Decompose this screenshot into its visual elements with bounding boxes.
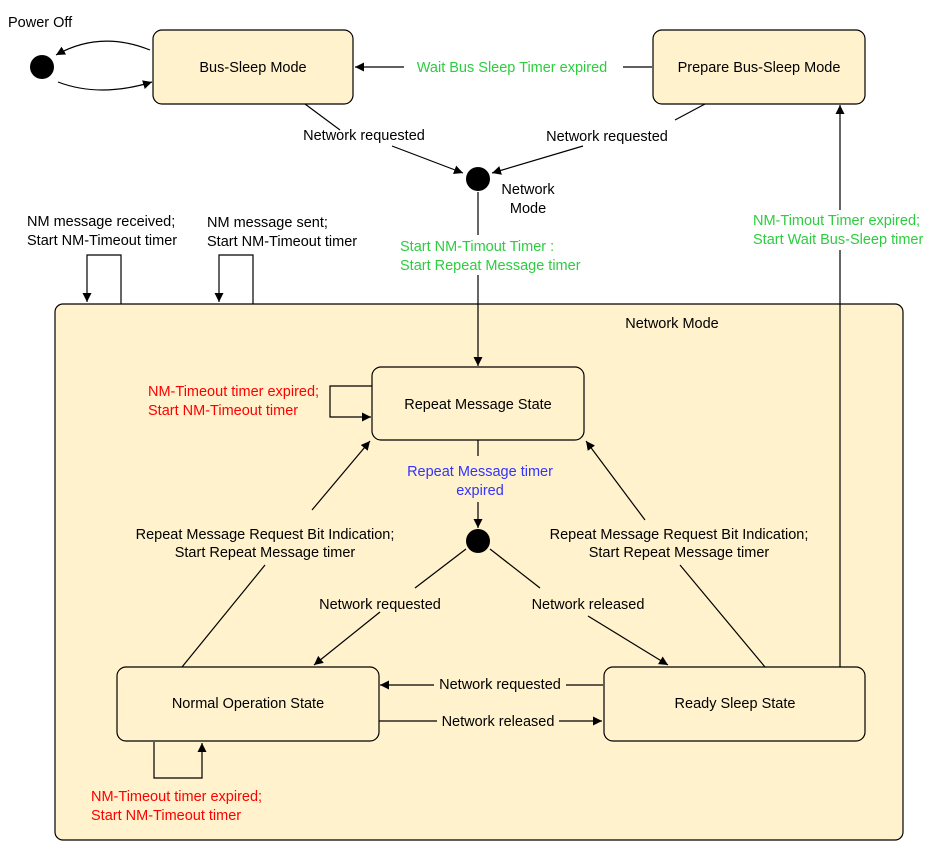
- edge-nm-message-sent-loop: [214, 254, 254, 304]
- nm-timout-expired-label-line1: NM-Timout Timer expired;: [753, 213, 920, 229]
- repeat-request-left-label-line2: Start Repeat Message timer: [175, 545, 356, 561]
- nm-timout-expired-label-line2: Start Wait Bus-Sleep timer: [753, 232, 923, 248]
- wait-bus-sleep-expired-label: Wait Bus Sleep Timer expired: [417, 60, 607, 76]
- network-mode-junction: [466, 167, 490, 191]
- repeat-request-right-label-line2: Start Repeat Message timer: [589, 545, 770, 561]
- power-off-initial-node: [30, 55, 54, 79]
- normal-operation-self-loop-label-line2: Start NM-Timeout timer: [91, 808, 241, 824]
- bus-sleep-mode-state[interactable]: [152, 29, 354, 105]
- edge-normal-operation-self-loop: [153, 742, 207, 779]
- normal-operation-self-loop-label-line1: NM-Timeout timer expired;: [91, 789, 262, 805]
- repeat-request-left-label-line1: Repeat Message Request Bit Indication;: [136, 527, 395, 543]
- edge-prepare-network-requested-a: [674, 103, 706, 121]
- edge-bus-sleep-network-requested-a: [304, 103, 341, 131]
- junction-network-released-label: Network released: [532, 597, 645, 613]
- start-nm-timout-label-line1: Start NM-Timout Timer :: [400, 239, 554, 255]
- network-mode-title: Network Mode: [625, 316, 718, 332]
- edge-junction-to-ready-a: [489, 548, 541, 589]
- power-off-label: Power Off: [8, 15, 73, 31]
- ready-sleep-state[interactable]: [603, 666, 866, 742]
- network-requested-right-label: Network requested: [546, 129, 668, 145]
- edge-junction-to-ready-b: [587, 615, 669, 666]
- edge-nm-message-received-loop: [82, 254, 122, 304]
- edge-normal-to-repeat-b: [311, 440, 371, 511]
- nm-message-sent-label-line1: NM message sent;: [207, 215, 328, 231]
- ready-to-normal-label: Network requested: [439, 677, 561, 693]
- normal-operation-state-label: Normal Operation State: [172, 696, 324, 712]
- ready-sleep-state-label: Ready Sleep State: [675, 696, 796, 712]
- edge-bus-sleep-to-power-off: [55, 40, 151, 56]
- repeat-request-right-label-line1: Repeat Message Request Bit Indication;: [550, 527, 809, 543]
- edge-bus-sleep-network-requested-b: [391, 145, 464, 175]
- edge-power-off-to-bus-sleep: [57, 80, 153, 91]
- edge-junction-to-normal-a: [414, 548, 467, 589]
- edge-junction-to-normal-b: [313, 611, 381, 666]
- bus-sleep-mode-label: Bus-Sleep Mode: [199, 60, 306, 76]
- edge-normal-to-repeat-a: [181, 564, 266, 668]
- edge-prepare-network-requested-b: [491, 145, 584, 175]
- start-nm-timout-label-line2: Start Repeat Message timer: [400, 258, 581, 274]
- inner-junction: [466, 529, 490, 553]
- edge-ready-to-repeat-b: [585, 440, 646, 521]
- nm-message-sent-label-line2: Start NM-Timeout timer: [207, 234, 357, 250]
- nm-message-received-label-line1: NM message received;: [27, 214, 175, 230]
- repeat-message-timer-expired-label-line2: expired: [456, 483, 504, 499]
- prepare-bus-sleep-mode-label: Prepare Bus-Sleep Mode: [678, 60, 841, 76]
- network-mode-junction-label-line1: Network: [501, 182, 555, 198]
- edge-repeat-message-self-loop: [329, 385, 372, 422]
- prepare-bus-sleep-mode-state[interactable]: [652, 29, 866, 105]
- nm-message-received-label-line2: Start NM-Timeout timer: [27, 233, 177, 249]
- repeat-message-self-loop-label-line1: NM-Timeout timer expired;: [148, 384, 319, 400]
- junction-network-requested-label: Network requested: [319, 597, 441, 613]
- normal-operation-state[interactable]: [116, 666, 380, 742]
- repeat-message-state-label: Repeat Message State: [404, 397, 552, 413]
- repeat-message-self-loop-label-line2: Start NM-Timeout timer: [148, 403, 298, 419]
- network-requested-left-label: Network requested: [303, 128, 425, 144]
- network-mode-junction-label-line2: Mode: [510, 201, 546, 217]
- repeat-message-timer-expired-label-line1: Repeat Message timer: [407, 464, 553, 480]
- edge-ready-to-repeat-a: [679, 564, 766, 668]
- normal-to-ready-label: Network released: [442, 714, 555, 730]
